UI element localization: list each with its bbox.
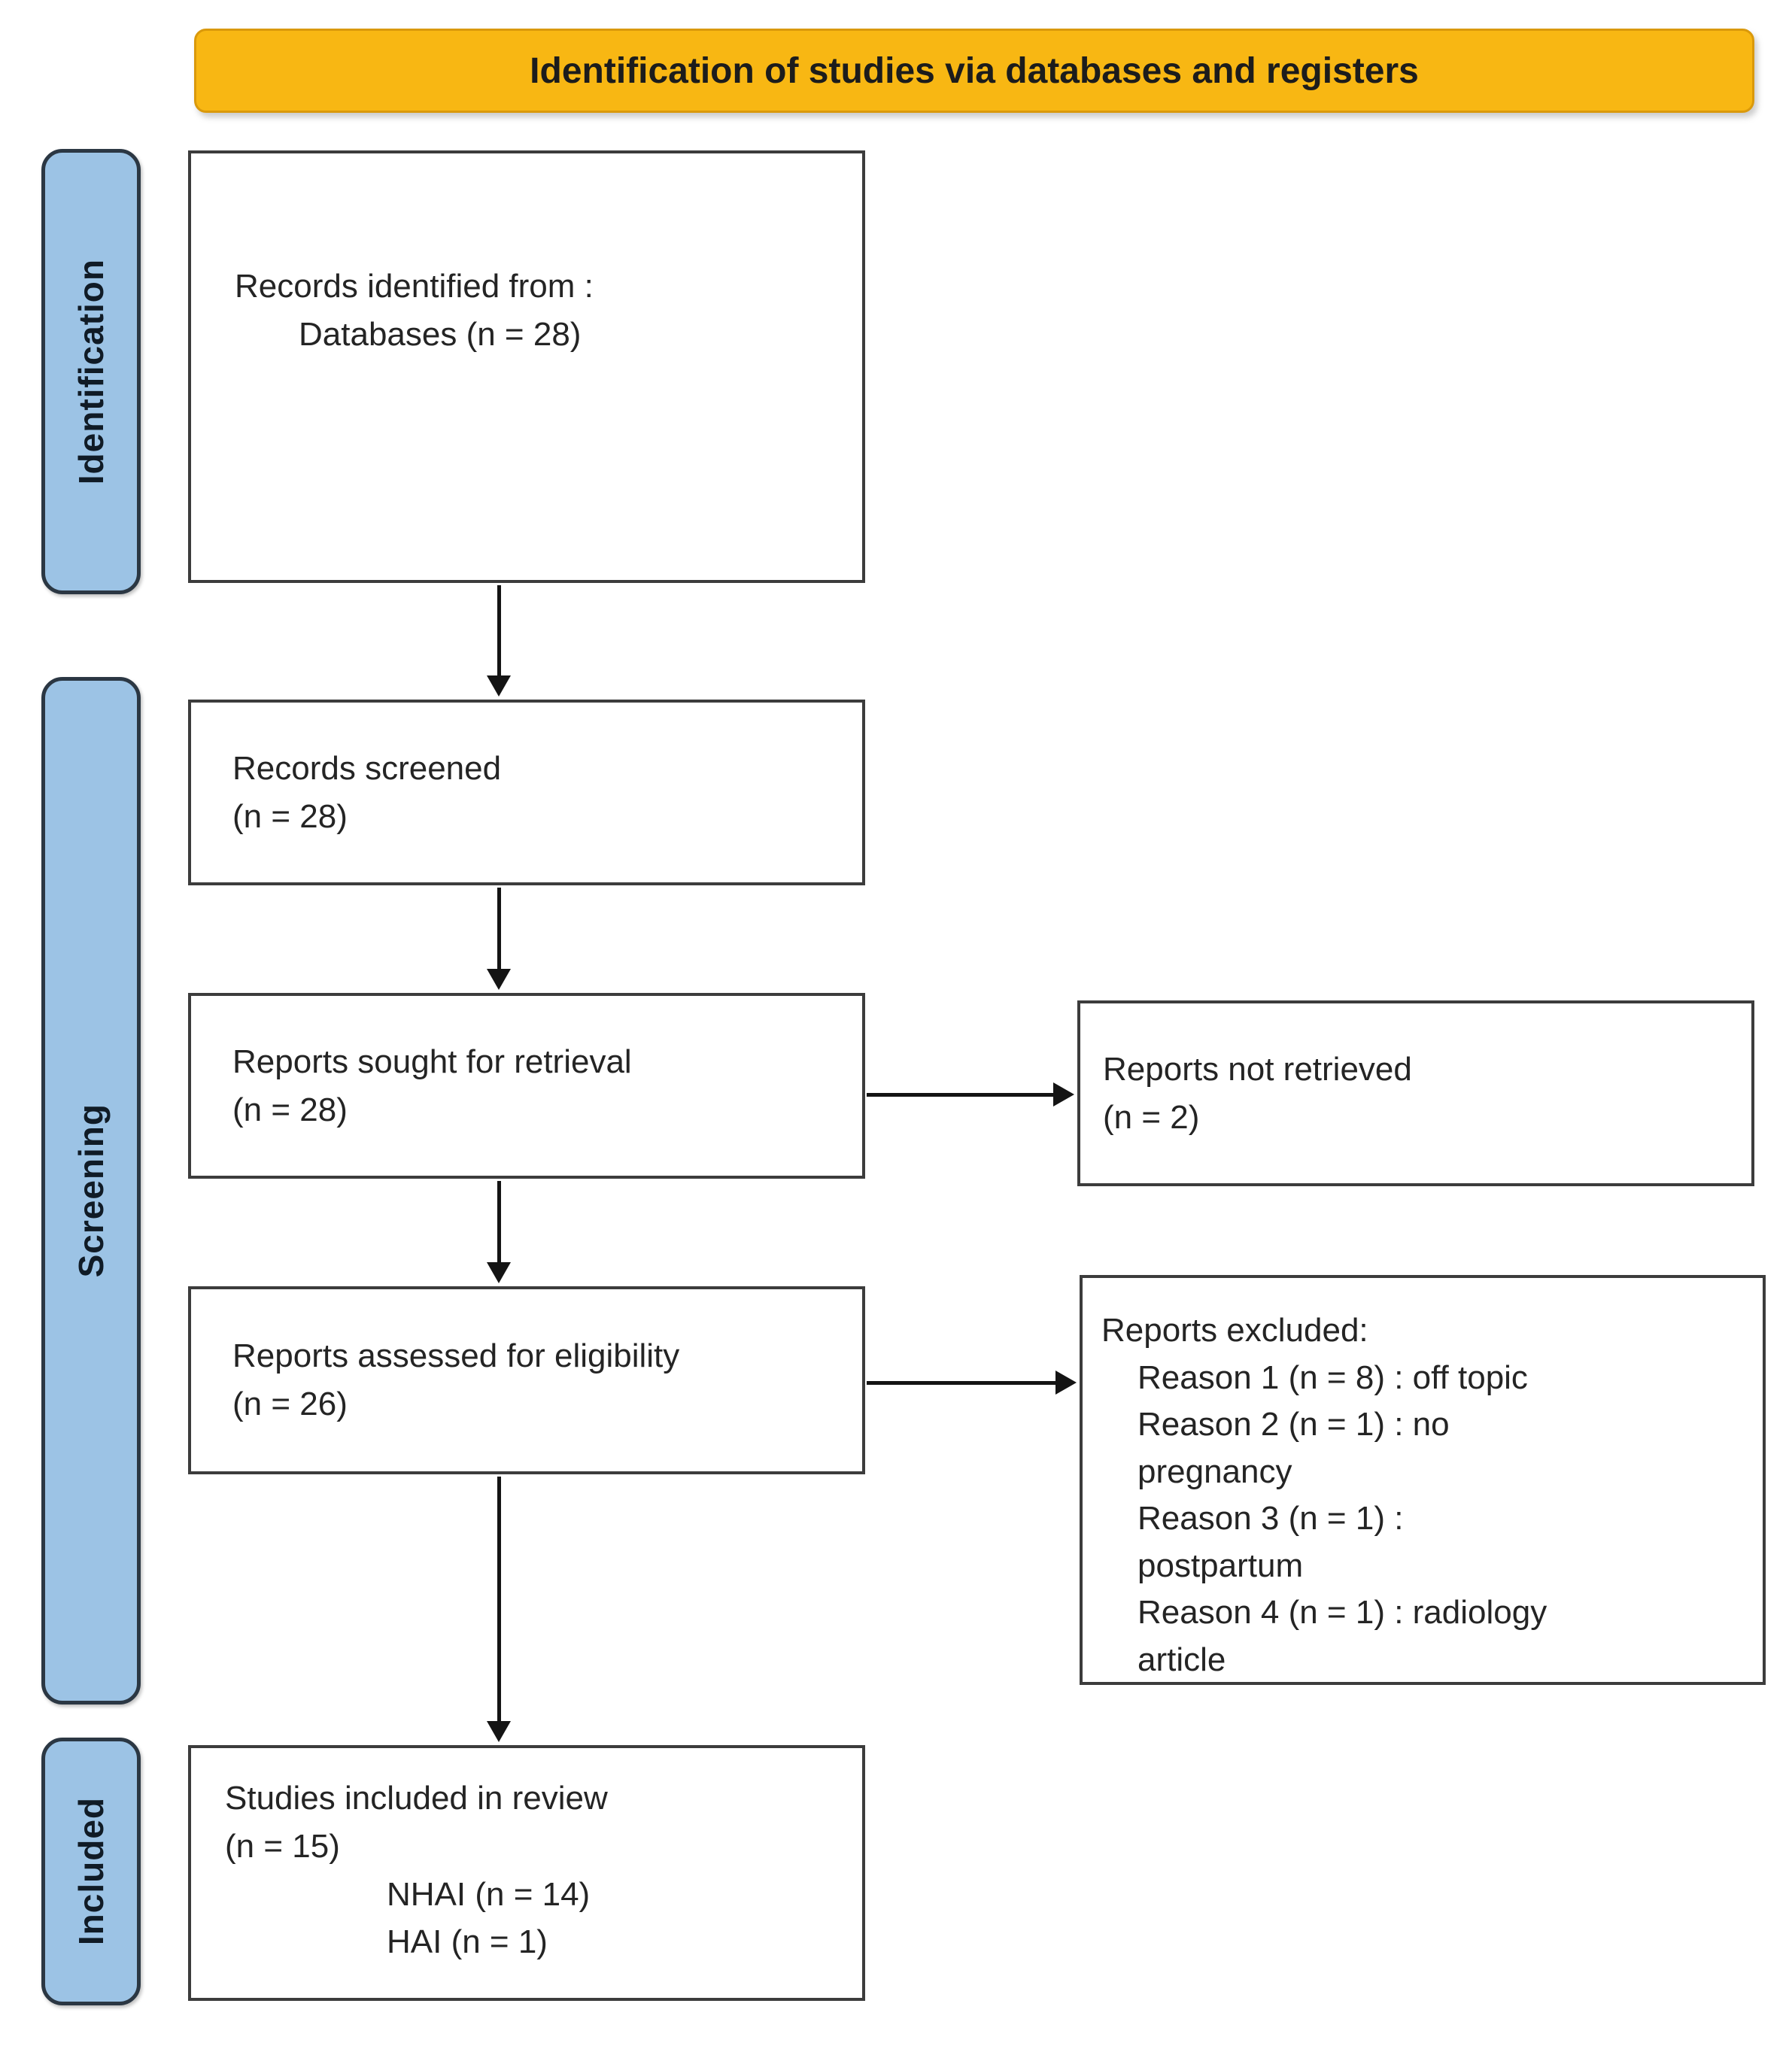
box-records-screened: Records screened (n = 28) xyxy=(188,700,865,885)
arrow-right-assessed-to-excluded xyxy=(867,1371,1077,1395)
stage-label-identification: Identification xyxy=(41,149,141,594)
arrow-shaft xyxy=(497,585,501,678)
arrow-shaft xyxy=(497,888,501,972)
arrow-down-sought-to-assessed xyxy=(487,1181,511,1283)
box-text-line: Reports excluded: xyxy=(1101,1312,1368,1349)
box-reports-sought: Reports sought for retrieval (n = 28) xyxy=(188,993,865,1179)
arrow-head xyxy=(487,1262,511,1283)
arrow-head xyxy=(487,1721,511,1742)
arrow-right-sought-to-not-retrieved xyxy=(867,1082,1074,1106)
stage-label-screening: Screening xyxy=(41,677,141,1704)
excluded-reason: Reason 4 (n = 1) : radiology article xyxy=(1137,1594,1547,1678)
arrow-head xyxy=(1053,1082,1074,1106)
arrow-shaft xyxy=(497,1181,501,1265)
arrow-shaft xyxy=(867,1093,1056,1097)
box-text-line: NHAI (n = 14) xyxy=(387,1875,591,1913)
box-reports-not-retrieved: Reports not retrieved (n = 2) xyxy=(1077,1000,1754,1186)
arrow-head xyxy=(1055,1371,1077,1395)
box-text-line: Records screened xyxy=(232,749,502,787)
arrow-down-screened-to-sought xyxy=(487,888,511,990)
excluded-reason: Reason 3 (n = 1) : postpartum xyxy=(1137,1500,1404,1584)
arrow-head xyxy=(487,675,511,697)
stage-label-identification-text: Identification xyxy=(71,258,111,485)
box-text-line: Reports sought for retrieval xyxy=(232,1043,632,1080)
box-text-line: Reports assessed for eligibility xyxy=(232,1337,680,1375)
stage-label-included-text: Included xyxy=(71,1797,111,1946)
stage-label-screening-text: Screening xyxy=(71,1103,111,1278)
box-text-line: Studies included in review xyxy=(225,1780,608,1817)
box-reports-excluded: Reports excluded: Reason 1 (n = 8) : off… xyxy=(1080,1275,1766,1685)
box-text-line: Reports not retrieved xyxy=(1103,1050,1412,1088)
box-text-line: (n = 15) xyxy=(225,1827,340,1865)
banner-title: Identification of studies via databases … xyxy=(194,29,1754,113)
box-reports-assessed: Reports assessed for eligibility (n = 26… xyxy=(188,1286,865,1474)
arrow-shaft xyxy=(867,1381,1058,1385)
box-text-line: (n = 26) xyxy=(232,1386,348,1422)
box-studies-included: Studies included in review (n = 15) NHAI… xyxy=(188,1745,865,2001)
box-text-line: Databases (n = 28) xyxy=(299,315,582,353)
box-text-line: Records identified from : xyxy=(235,268,594,305)
arrow-shaft xyxy=(497,1477,501,1724)
arrow-head xyxy=(487,969,511,990)
box-text-line: (n = 28) xyxy=(232,1091,348,1128)
arrow-down-identified-to-screened xyxy=(487,585,511,697)
box-text-line: HAI (n = 1) xyxy=(387,1923,548,1961)
excluded-reason: Reason 2 (n = 1) : no pregnancy xyxy=(1137,1406,1450,1490)
box-text-line: (n = 2) xyxy=(1103,1098,1200,1136)
box-records-identified: Records identified from : Databases (n =… xyxy=(188,150,865,583)
box-text-line: (n = 28) xyxy=(232,797,348,835)
stage-label-included: Included xyxy=(41,1738,141,2005)
excluded-reason: Reason 1 (n = 8) : off topic xyxy=(1137,1358,1528,1396)
arrow-down-assessed-to-included xyxy=(487,1477,511,1742)
